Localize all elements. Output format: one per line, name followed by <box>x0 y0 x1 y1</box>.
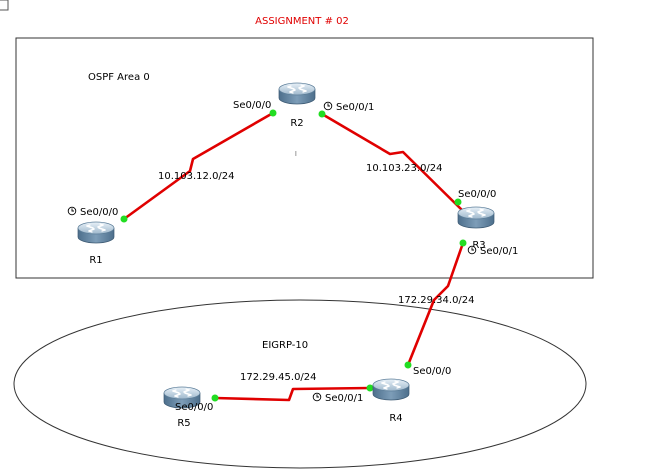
router-label-r5: R5 <box>177 418 190 429</box>
port-dot-r4-s001 <box>366 384 374 392</box>
interface-label-r1-s000: Se0/0/0 <box>80 207 118 218</box>
interface-label-r5-s000: Se0/0/0 <box>175 402 213 413</box>
router-label-r4: R4 <box>389 413 402 424</box>
router-label-r1: R1 <box>89 255 102 266</box>
port-dot-r1-s000 <box>120 215 128 223</box>
interface-label-r4-s001: Se0/0/1 <box>325 393 363 404</box>
link-r2-r3[interactable] <box>321 112 466 214</box>
router-r2[interactable] <box>278 82 316 105</box>
ospf-area-label: OSPF Area 0 <box>88 72 150 83</box>
port-dot-r5-s000 <box>211 394 219 402</box>
clock-icon <box>67 206 77 216</box>
clock-icon <box>312 392 322 402</box>
network-label-34: 172.29.34.0/24 <box>398 295 475 306</box>
window-corner <box>0 0 9 11</box>
clock-icon <box>323 101 333 111</box>
router-r1[interactable] <box>77 221 115 244</box>
port-dot-r2-s000 <box>269 109 277 117</box>
port-dot-r3-s000 <box>454 198 462 206</box>
network-label-45: 172.29.45.0/24 <box>240 372 317 383</box>
interface-label-r3-s000: Se0/0/0 <box>458 189 496 200</box>
port-dot-r4-s000 <box>404 361 412 369</box>
link-r4-r5[interactable] <box>214 386 371 402</box>
port-dot-r3-s001 <box>459 239 467 247</box>
ospf-area-box <box>15 37 594 279</box>
interface-label-r3-s001: Se0/0/1 <box>480 246 518 257</box>
clock-icon <box>467 245 477 255</box>
eigrp-area-ellipse <box>13 299 587 469</box>
link-r3-r4[interactable] <box>406 242 465 366</box>
router-r4[interactable] <box>372 378 410 401</box>
link-r1-r2[interactable] <box>123 111 274 221</box>
interface-label-r2-s000: Se0/0/0 <box>233 100 271 111</box>
router-r3[interactable] <box>457 206 495 229</box>
port-dot-r2-s001 <box>318 110 326 118</box>
interface-label-r2-s001: Se0/0/1 <box>336 102 374 113</box>
router-label-r3: R3 <box>472 240 485 251</box>
interface-label-r4-s000: Se0/0/0 <box>413 366 451 377</box>
eigrp-area-label: EIGRP-10 <box>262 340 308 351</box>
network-label-23: 10.103.23.0/24 <box>366 163 443 174</box>
stray-mark <box>295 151 297 156</box>
network-label-12: 10.103.12.0/24 <box>158 171 235 182</box>
diagram-title: ASSIGNMENT # 02 <box>255 16 349 27</box>
router-label-r2: R2 <box>290 118 303 129</box>
